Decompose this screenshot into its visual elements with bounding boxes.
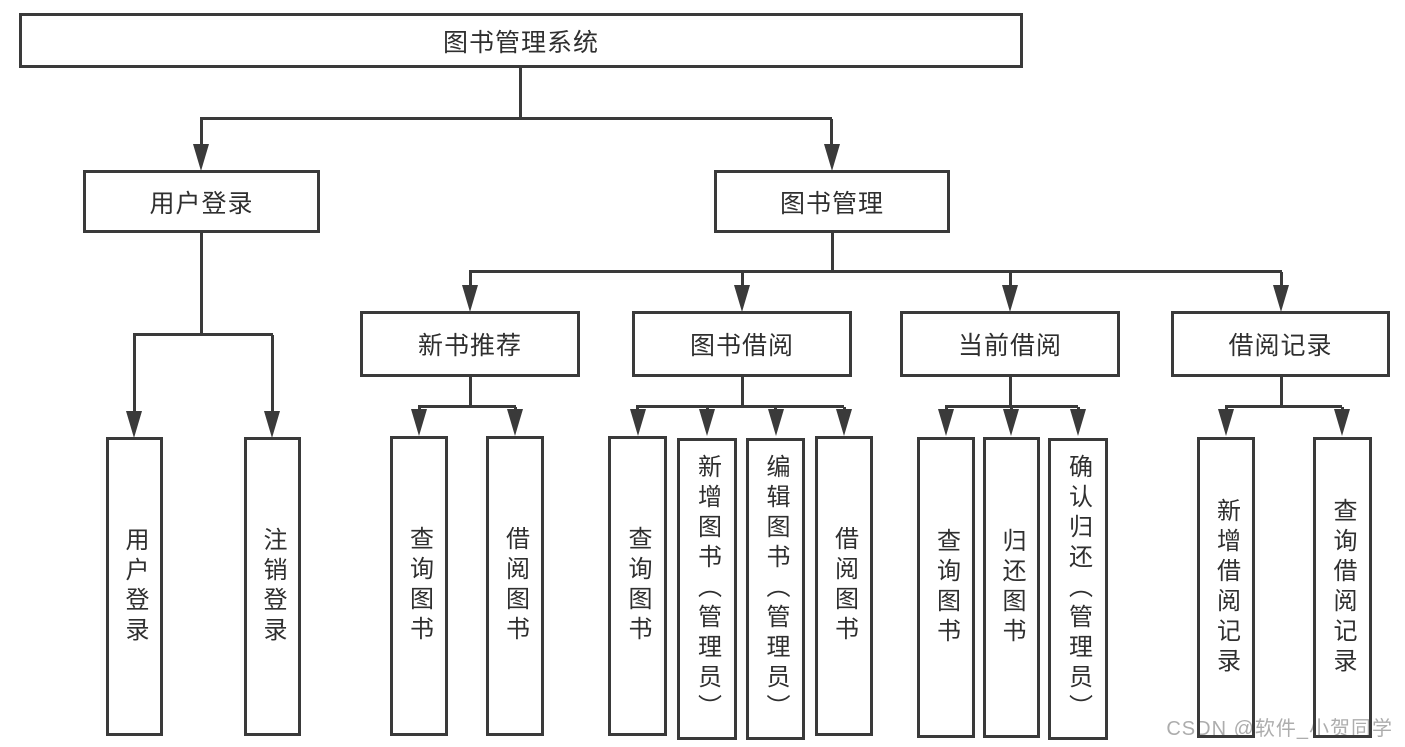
leaf-add-borrow-record-label: 新增借阅记录 xyxy=(1212,497,1240,678)
leaf-query-books-recommend-label: 查询图书 xyxy=(405,526,433,646)
watermark-text: CSDN @软件_小贺同学 xyxy=(1166,718,1393,740)
leaf-user-login: 用户登录 xyxy=(106,437,163,736)
leaf-query-borrow-record-label: 查询借阅记录 xyxy=(1329,497,1356,678)
leaf-edit-books-admin: 编辑图书（管理员） xyxy=(746,438,805,740)
leaf-user-login-label: 用户登录 xyxy=(121,526,148,647)
leaf-query-books-borrowing: 查询图书 xyxy=(608,436,667,736)
connector-arrow-stem xyxy=(1280,272,1283,287)
node-book-borrowing: 图书借阅 xyxy=(632,311,852,377)
connector-vline xyxy=(1009,377,1012,405)
connector-hline xyxy=(469,270,1282,273)
leaf-query-books-current-label: 查询图书 xyxy=(932,527,960,648)
arrow-down-icon xyxy=(824,144,840,171)
node-root: 图书管理系统 xyxy=(19,13,1023,68)
connector-arrow-stem xyxy=(741,272,744,287)
node-user-login-label: 用户登录 xyxy=(149,189,254,218)
arrow-down-icon xyxy=(1003,409,1019,436)
arrow-down-icon xyxy=(734,285,750,312)
connector-vline xyxy=(741,377,744,405)
leaf-query-books-recommend: 查询图书 xyxy=(390,436,448,736)
arrow-down-icon xyxy=(836,409,852,436)
arrow-down-icon xyxy=(768,409,784,436)
arrow-down-icon xyxy=(1002,285,1018,312)
node-root-label: 图书管理系统 xyxy=(442,28,599,57)
node-current-borrowing: 当前借阅 xyxy=(900,311,1120,377)
node-book-management: 图书管理 xyxy=(714,170,950,233)
arrow-down-icon xyxy=(193,144,209,171)
leaf-confirm-return-admin-label: 确认归还（管理员） xyxy=(1064,454,1092,724)
arrow-down-icon xyxy=(1070,409,1086,436)
node-user-login: 用户登录 xyxy=(83,170,320,233)
arrow-down-icon xyxy=(507,409,523,436)
node-new-book-recommend-label: 新书推荐 xyxy=(417,332,522,360)
leaf-logout-label: 注销登录 xyxy=(259,526,286,647)
leaf-query-books-borrowing-label: 查询图书 xyxy=(624,526,651,646)
leaf-add-borrow-record: 新增借阅记录 xyxy=(1197,437,1255,738)
connector-arrow-stem xyxy=(133,335,136,411)
connector-hline xyxy=(636,405,844,408)
connector-hline xyxy=(945,405,1078,408)
connector-hline xyxy=(200,117,832,120)
arrow-down-icon xyxy=(938,409,954,436)
connector-hline xyxy=(418,405,516,408)
connector-vline xyxy=(200,233,203,335)
arrow-down-icon xyxy=(630,409,646,436)
connector-vline xyxy=(1280,377,1283,405)
arrow-down-icon xyxy=(1218,409,1234,436)
connector-hline xyxy=(133,333,273,336)
connector-hline xyxy=(1225,405,1342,408)
node-current-borrowing-label: 当前借阅 xyxy=(957,332,1062,360)
arrow-down-icon xyxy=(699,409,715,436)
node-borrowing-records-label: 借阅记录 xyxy=(1228,332,1333,360)
node-borrowing-records: 借阅记录 xyxy=(1171,311,1390,377)
connector-vline xyxy=(831,233,834,272)
arrow-down-icon xyxy=(462,285,478,312)
connector-arrow-stem xyxy=(1009,272,1012,287)
connector-vline xyxy=(519,66,522,119)
arrow-down-icon xyxy=(1334,409,1350,436)
connector-vline xyxy=(469,377,472,405)
leaf-logout: 注销登录 xyxy=(244,437,301,736)
connector-arrow-stem xyxy=(271,335,274,411)
node-book-borrowing-label: 图书借阅 xyxy=(689,332,794,360)
connector-arrow-stem xyxy=(469,272,472,287)
leaf-return-books-label: 归还图书 xyxy=(998,527,1025,648)
leaf-query-borrow-record: 查询借阅记录 xyxy=(1313,437,1372,738)
leaf-borrow-books-recommend-label: 借阅图书 xyxy=(501,526,529,646)
arrow-down-icon xyxy=(264,411,280,438)
leaf-add-books-admin-label: 新增图书（管理员） xyxy=(693,454,721,724)
node-new-book-recommend: 新书推荐 xyxy=(360,311,580,377)
leaf-add-books-admin: 新增图书（管理员） xyxy=(677,438,737,740)
leaf-confirm-return-admin: 确认归还（管理员） xyxy=(1048,438,1108,740)
connector-arrow-stem xyxy=(200,119,203,146)
leaf-borrow-books-recommend: 借阅图书 xyxy=(486,436,544,736)
arrow-down-icon xyxy=(126,411,142,438)
leaf-borrow-books-borrowing-label: 借阅图书 xyxy=(830,526,858,646)
arrow-down-icon xyxy=(411,409,427,436)
arrow-down-icon xyxy=(1273,285,1289,312)
connector-arrow-stem xyxy=(830,119,833,146)
node-book-management-label: 图书管理 xyxy=(779,189,884,218)
leaf-return-books: 归还图书 xyxy=(983,437,1040,738)
leaf-edit-books-admin-label: 编辑图书（管理员） xyxy=(762,454,789,724)
leaf-query-books-current: 查询图书 xyxy=(917,437,975,738)
leaf-borrow-books-borrowing: 借阅图书 xyxy=(815,436,873,736)
